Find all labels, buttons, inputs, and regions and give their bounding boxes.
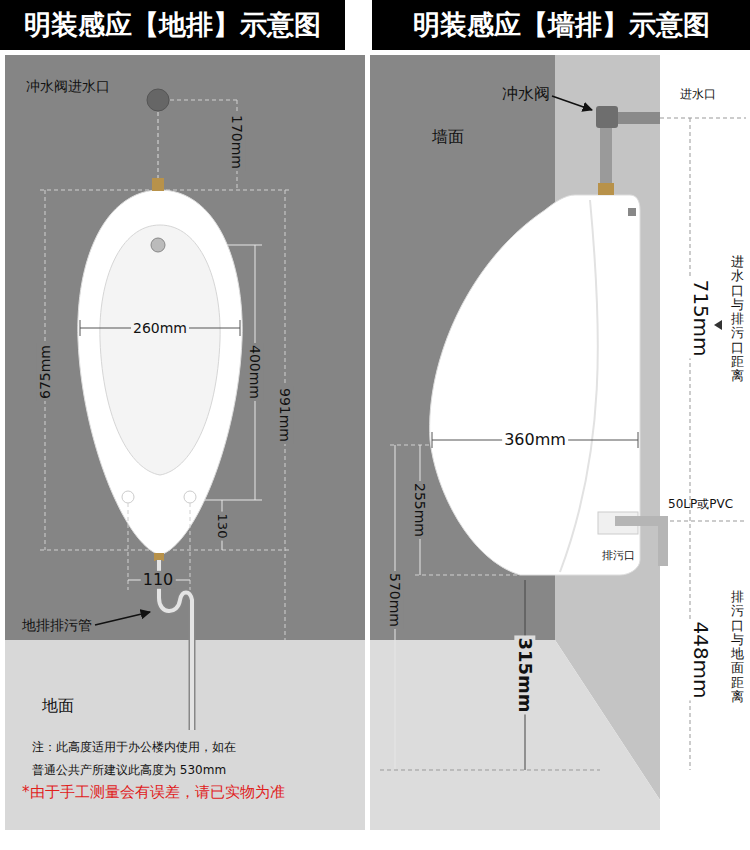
dimension-line [190, 503, 191, 590]
dimension-label: 130 [215, 512, 230, 541]
nozzle [628, 208, 636, 216]
drain-pipe [658, 516, 668, 566]
dimension-label: 400mm [247, 343, 263, 401]
wall [5, 55, 365, 640]
floor [5, 640, 365, 830]
dimension-label: 170mm [229, 113, 245, 171]
pointer-arrow [714, 320, 722, 330]
supply-pipe [600, 120, 612, 186]
dimension-label: 448mm [689, 619, 712, 700]
dimension-label: 255mm [412, 481, 428, 539]
dimension-label: 991mm [277, 386, 293, 444]
guide-line [390, 445, 430, 446]
dimension-label: 260mm [131, 320, 189, 336]
part-label: 50LP或PVC [666, 498, 735, 512]
mount-hole [184, 491, 196, 503]
header-text: 明装感应【地排】示意图 [24, 7, 321, 43]
header-text: 明装感应【墙排】示意图 [413, 7, 710, 43]
dimension-tick [638, 432, 639, 448]
guide-line [380, 770, 600, 771]
part-label: 地面 [40, 697, 76, 715]
part-label: 地排排污管 [20, 617, 94, 633]
guide-line [670, 521, 746, 522]
inlet [147, 89, 169, 111]
guide-line [170, 100, 240, 101]
urinal-body [78, 190, 242, 555]
guide-line [415, 575, 520, 576]
vertical-label: 排污口与地面距离 [731, 590, 744, 704]
header-bar: 明装感应【地排】示意图 [0, 0, 345, 50]
dimension-label: 570mm [387, 571, 403, 629]
brass-fitting [152, 178, 164, 191]
vertical-label: 进水口与排污口距离 [731, 255, 744, 384]
urinal-bowl [100, 225, 220, 475]
part-label: 冲水阀进水口 [24, 78, 112, 94]
dimension-label: 110 [141, 571, 176, 589]
urinal-body [430, 195, 640, 575]
part-label: 墙面 [430, 128, 466, 146]
pointer-arrow [552, 96, 592, 110]
dimension-tick [240, 320, 241, 336]
guide-line [660, 118, 746, 119]
note-text: 注：此高度适用于办公楼内使用，如在普通公共产所建议此高度为 530mm [30, 736, 246, 782]
flush-valve [596, 106, 618, 128]
dimension-label: 715mm [689, 277, 712, 358]
dimension-tick [80, 320, 81, 336]
guide-line [158, 112, 159, 178]
spray-head [151, 238, 165, 252]
part-label: 冲水阀 [500, 85, 552, 103]
warning-note: *由于手工测量会有误差，请已实物为准 [20, 784, 287, 801]
dimension-label: 315mm [515, 635, 536, 714]
body-edge [560, 200, 598, 572]
dimension-label: 675mm [37, 343, 53, 401]
pointer-arrow [95, 612, 150, 625]
part-label: 进水口 [678, 88, 718, 102]
brass-fitting [598, 183, 614, 195]
dimension-tick [432, 432, 433, 448]
header-bar: 明装感应【墙排】示意图 [372, 0, 750, 50]
part-label: 排污口 [600, 550, 637, 563]
mount-hole [122, 491, 134, 503]
dimension-line [128, 503, 129, 590]
dimension-label: 360mm [502, 431, 568, 449]
brass-fitting [154, 553, 164, 561]
